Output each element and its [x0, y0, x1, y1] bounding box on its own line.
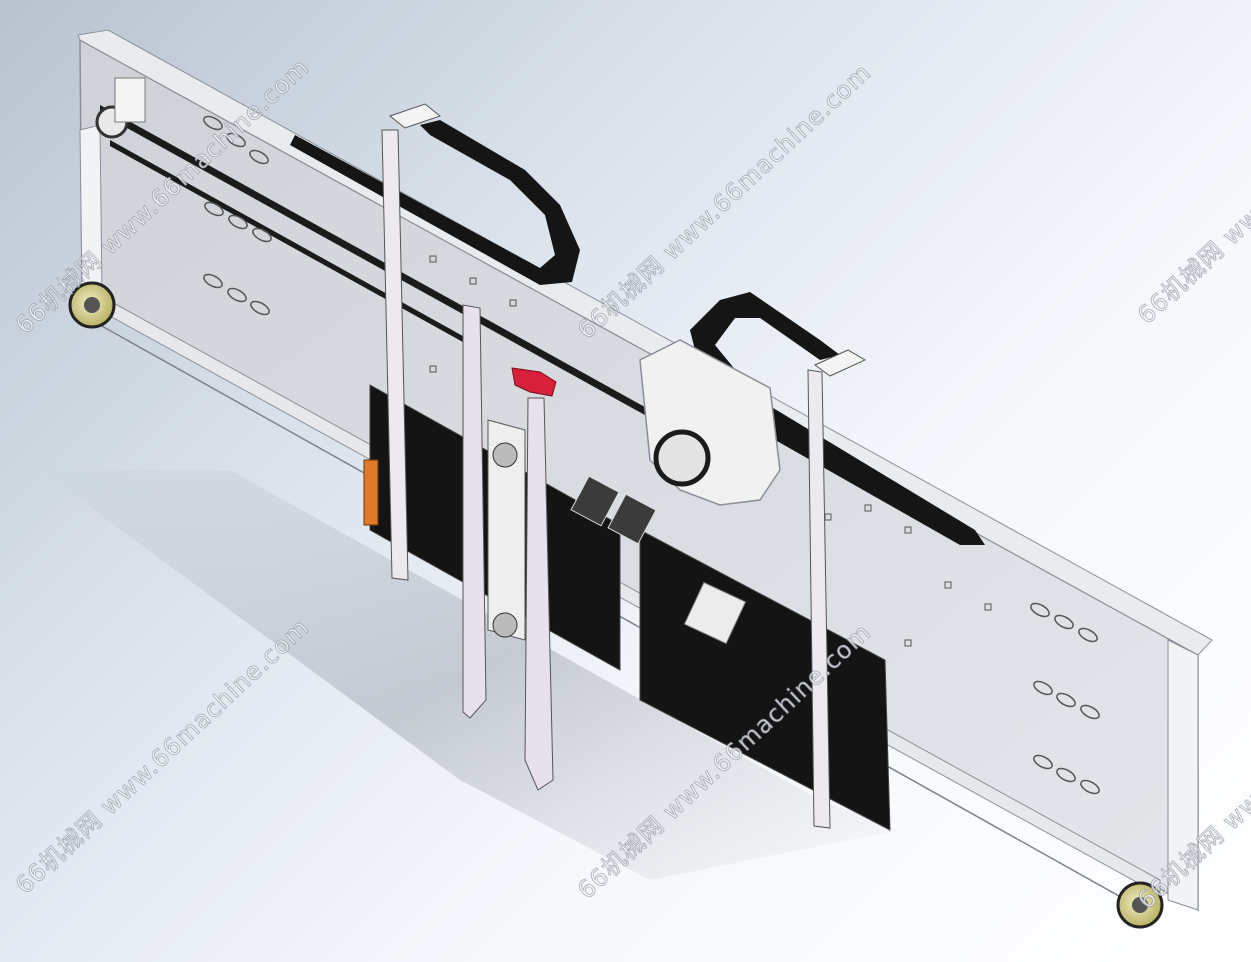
vane-link-plate — [487, 419, 526, 641]
motor-drive-pulley — [653, 429, 711, 487]
upper-drag-chain — [290, 120, 580, 285]
right-hanger-top — [814, 349, 867, 377]
door-vane-right — [524, 397, 554, 791]
red-cam-release — [511, 367, 557, 397]
door-lock-right — [607, 493, 657, 545]
terminal-block — [363, 459, 379, 526]
vane-roller-bottom — [492, 612, 518, 638]
vane-roller-top — [492, 442, 518, 468]
right-idler-hub — [1132, 897, 1148, 913]
pulley-bracket — [114, 77, 146, 123]
left-hanger-top — [388, 103, 442, 129]
left-end-plate — [79, 124, 103, 296]
right-end-plate — [1167, 639, 1199, 911]
panel-slot-holes — [203, 115, 1100, 795]
door-vane-left — [462, 304, 487, 719]
top-rail — [77, 29, 1213, 656]
right-hanger-arm — [807, 369, 831, 829]
door-lock-left — [570, 475, 620, 527]
left-idler-hub — [84, 297, 100, 313]
panel-square-holes — [429, 255, 992, 647]
left-hanger-arm — [381, 129, 409, 581]
roller-bracket — [683, 581, 747, 645]
drive-belt-lower — [110, 140, 470, 346]
